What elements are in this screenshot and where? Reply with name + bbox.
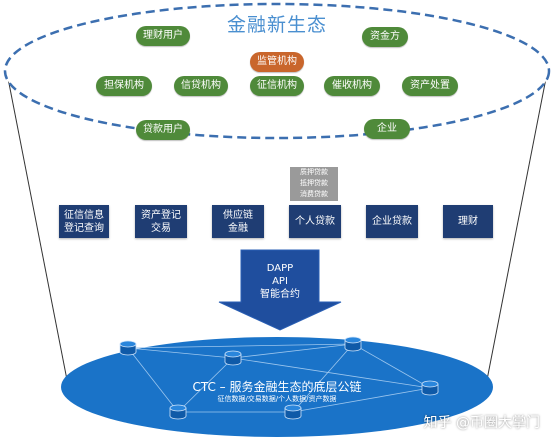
service-label-line2: 登记查询 bbox=[64, 222, 104, 234]
chain-nodes bbox=[119, 336, 439, 420]
participant-collector: 催收机构 bbox=[324, 76, 380, 96]
service-label-line2: 金融 bbox=[228, 222, 248, 234]
arrow-line-api: API bbox=[272, 276, 288, 287]
dapp-arrow-label: DAPP API 智能合约 bbox=[240, 262, 320, 301]
database-node-icon bbox=[119, 340, 137, 356]
service-label-line1: 理财 bbox=[458, 216, 478, 227]
arrow-line-smart-contract: 智能合约 bbox=[260, 289, 300, 300]
participant-asset-disposal: 资产处置 bbox=[402, 76, 458, 96]
service-label-line1: 征信信息 bbox=[64, 209, 104, 221]
chain-title: CTC – 服务金融生态的底层公链 bbox=[192, 380, 362, 394]
participant-financial-user: 理财用户 bbox=[136, 26, 190, 46]
funnel-left-edge bbox=[5, 67, 69, 386]
database-node-icon bbox=[224, 350, 242, 366]
chain-network-links bbox=[127, 343, 431, 413]
participant-capital-provider: 资金方 bbox=[362, 27, 408, 47]
database-node-icon bbox=[284, 404, 302, 420]
arrow-line-dapp: DAPP bbox=[266, 263, 294, 274]
service-label-line1: 资产登记 bbox=[141, 209, 181, 221]
chain-subtitle: 征信数据/交易数据/个人数据/资产数据 bbox=[217, 395, 337, 403]
participant-regulator: 监管机构 bbox=[250, 52, 304, 72]
service-enterprise-loan: 企业贷款 bbox=[366, 205, 418, 238]
participant-lender: 信贷机构 bbox=[174, 76, 228, 96]
database-node-icon bbox=[169, 404, 187, 420]
service-credit-query: 征信信息登记查询 bbox=[59, 205, 109, 238]
service-label-line1: 个人贷款 bbox=[295, 216, 335, 227]
service-label-line2: 交易 bbox=[151, 222, 171, 234]
participant-borrower: 贷款用户 bbox=[136, 120, 190, 140]
service-asset-registry: 资产登记交易 bbox=[135, 205, 187, 238]
ecosystem-title: 金融新生态 bbox=[226, 14, 327, 36]
funnel-right-edge bbox=[485, 67, 549, 386]
participant-enterprise: 企业 bbox=[364, 119, 410, 139]
database-node-icon bbox=[421, 380, 439, 396]
loan-type-mortgage: 抵押贷款 bbox=[300, 179, 328, 187]
service-supply-chain-finance: 供应链金融 bbox=[212, 205, 264, 238]
watermark-text: 知乎 @币圈大掌门 bbox=[423, 415, 540, 431]
service-personal-loan: 个人贷款 bbox=[289, 205, 341, 238]
loan-type-pledge: 质押贷款 bbox=[300, 168, 328, 176]
dapp-arrow-shape bbox=[218, 249, 342, 331]
loan-type-consumer: 消费贷款 bbox=[300, 190, 328, 198]
database-node-icon bbox=[344, 336, 362, 352]
service-label-line1: 企业贷款 bbox=[372, 216, 412, 227]
service-label-line1: 供应链 bbox=[223, 209, 253, 221]
participant-credit-bureau: 征信机构 bbox=[250, 76, 304, 96]
personal-loan-types: 质押贷款 抵押贷款 消费贷款 bbox=[290, 167, 338, 201]
service-wealth-management: 理财 bbox=[443, 205, 493, 238]
participant-guarantor: 担保机构 bbox=[96, 76, 152, 96]
